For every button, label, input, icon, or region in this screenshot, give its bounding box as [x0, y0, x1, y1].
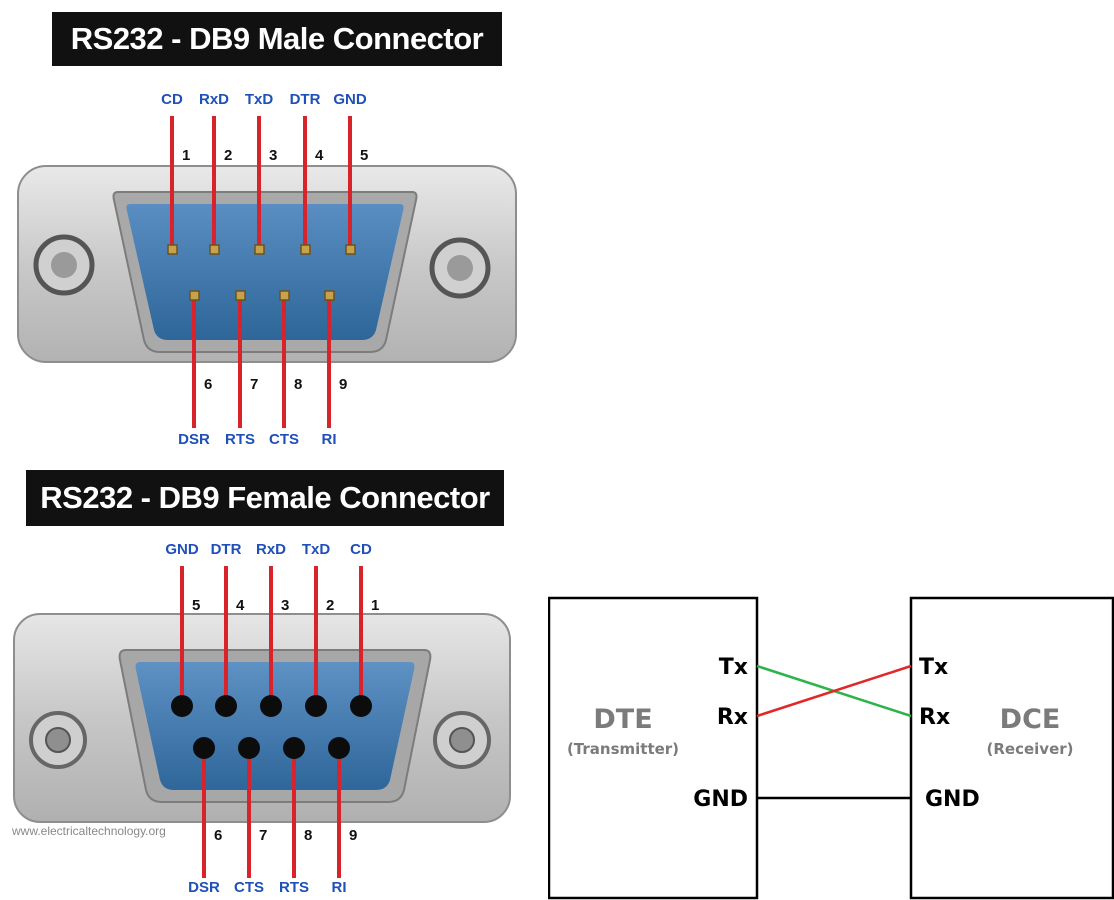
- male-top-gnd-pin: [345, 244, 356, 255]
- male-top-txd-signal: TxD: [245, 91, 274, 108]
- male-top-gnd-number: 5: [360, 147, 368, 164]
- female-bottom-rts-number: 8: [304, 827, 312, 844]
- female-top-gnd-number: 5: [192, 597, 200, 614]
- male-top-txd-number: 3: [269, 147, 277, 164]
- male-top-cd-pin: [167, 244, 178, 255]
- dce-tx-label: Tx: [919, 655, 948, 680]
- dce-box: [909, 596, 1114, 900]
- male-top-cd-signal: CD: [161, 91, 183, 108]
- dce-name: DCE: [1000, 704, 1061, 735]
- female-top-txd-number: 2: [326, 597, 334, 614]
- male-top-gnd-signal: GND: [333, 91, 367, 108]
- dte-role: (Transmitter): [567, 740, 679, 758]
- wiring-diagram: Tx Rx GND Tx Rx GND DTE (Transmitter) DC…: [548, 596, 1114, 900]
- male-bottom-cts-pin: [279, 290, 290, 301]
- male-insulator: [126, 204, 404, 340]
- female-top-cd-socket: [350, 695, 372, 717]
- dte-rx-label: Rx: [717, 705, 748, 730]
- female-bottom-ri-number: 9: [349, 827, 357, 844]
- dce-role: (Receiver): [987, 740, 1074, 758]
- male-top-dtr-pin: [300, 244, 311, 255]
- dce-rx-label: Rx: [919, 705, 950, 730]
- female-top-dtr-socket: [215, 695, 237, 717]
- male-bottom-dsr-signal: DSR: [178, 431, 210, 448]
- male-top-cd-number: 1: [182, 147, 190, 164]
- watermark: www.electricaltechnology.org: [12, 824, 166, 838]
- female-bottom-ri-signal: RI: [332, 879, 347, 896]
- male-bottom-ri-number: 9: [339, 376, 347, 393]
- female-top-txd-socket: [305, 695, 327, 717]
- female-top-rxd-signal: RxD: [256, 541, 286, 558]
- dte-name: DTE: [593, 704, 652, 735]
- male-bottom-dsr-number: 6: [204, 376, 212, 393]
- rx-from-tx-wire: [756, 664, 912, 718]
- male-bottom-ri-signal: RI: [322, 431, 337, 448]
- male-bottom-ri-pin: [324, 290, 335, 301]
- dte-gnd-label: GND: [693, 787, 748, 812]
- male-bottom-dsr-pin: [189, 290, 200, 301]
- male-bottom-cts-number: 8: [294, 376, 302, 393]
- male-top-rxd-signal: RxD: [199, 91, 229, 108]
- female-bottom-rts-socket: [283, 737, 305, 759]
- female-bottom-cts-socket: [238, 737, 260, 759]
- female-top-rxd-socket: [260, 695, 282, 717]
- female-bottom-dsr-signal: DSR: [188, 879, 220, 896]
- female-top-dtr-signal: DTR: [211, 541, 242, 558]
- female-top-gnd-signal: GND: [165, 541, 199, 558]
- female-top-txd-signal: TxD: [302, 541, 331, 558]
- female-bottom-ri-socket: [328, 737, 350, 759]
- male-top-rxd-pin: [209, 244, 220, 255]
- male-top-txd-pin: [254, 244, 265, 255]
- female-insulator: [135, 662, 415, 790]
- female-bottom-dsr-number: 6: [214, 827, 222, 844]
- male-connector-title: RS232 - DB9 Male Connector: [52, 12, 502, 66]
- female-top-cd-signal: CD: [350, 541, 372, 558]
- female-top-dtr-number: 4: [236, 597, 245, 614]
- male-top-rxd-number: 2: [224, 147, 232, 164]
- female-connector-title: RS232 - DB9 Female Connector: [26, 470, 504, 526]
- male-top-dtr-signal: DTR: [290, 91, 321, 108]
- female-bottom-cts-number: 7: [259, 827, 267, 844]
- female-bottom-dsr-socket: [193, 737, 215, 759]
- male-bottom-cts-signal: CTS: [269, 431, 299, 448]
- dte-box: [548, 596, 759, 900]
- male-top-dtr-number: 4: [315, 147, 324, 164]
- dce-gnd-label: GND: [925, 787, 980, 812]
- female-bottom-rts-signal: RTS: [279, 879, 309, 896]
- dte-tx-label: Tx: [719, 655, 748, 680]
- female-bottom-cts-signal: CTS: [234, 879, 264, 896]
- female-top-cd-number: 1: [371, 597, 379, 614]
- male-bottom-rts-signal: RTS: [225, 431, 255, 448]
- male-bottom-rts-pin: [235, 290, 246, 301]
- female-top-gnd-socket: [171, 695, 193, 717]
- male-bottom-rts-number: 7: [250, 376, 258, 393]
- female-top-rxd-number: 3: [281, 597, 289, 614]
